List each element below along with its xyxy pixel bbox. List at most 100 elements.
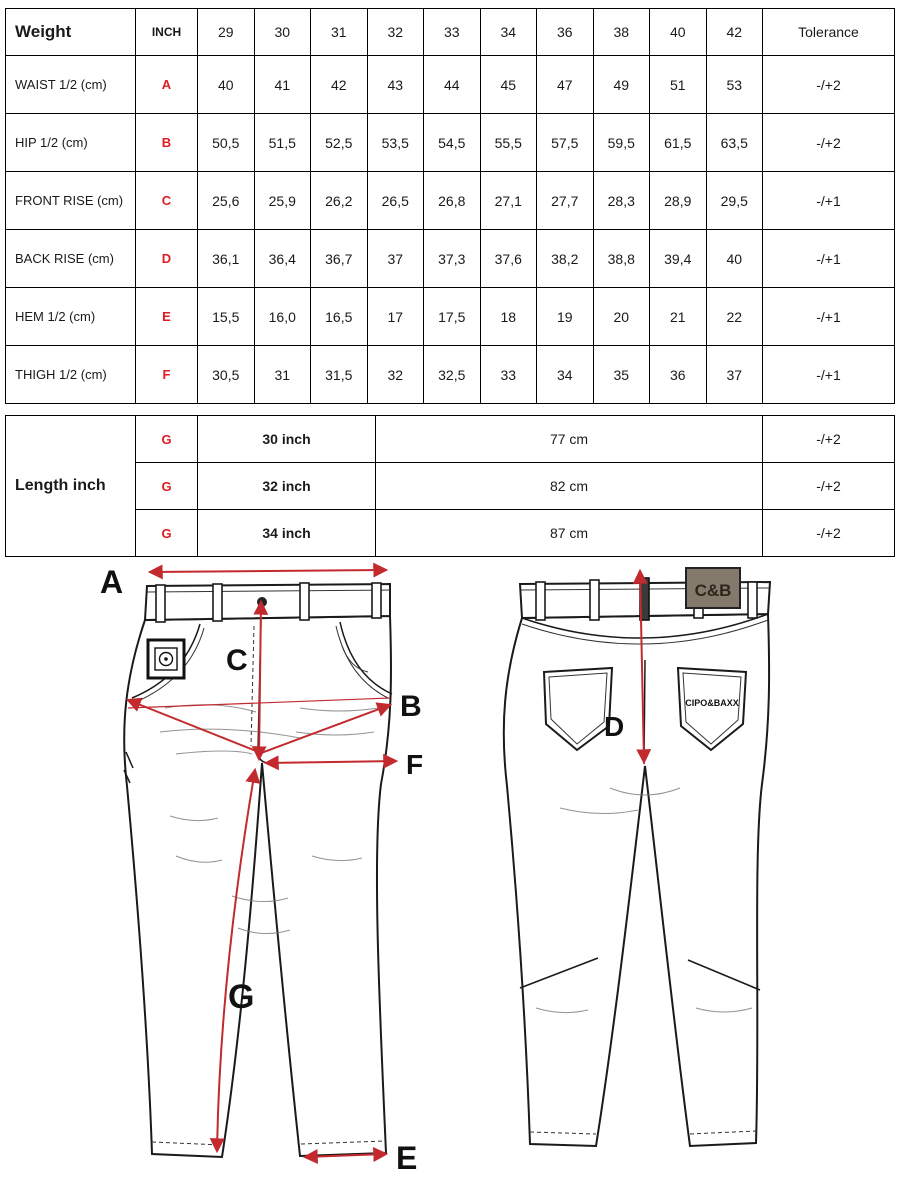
cell-value: 37 [705,345,763,404]
measure-arrow-a [147,562,389,580]
cell-value: 19 [536,287,594,346]
cell-inch: 32 inch [197,462,376,510]
cell-value: 17 [366,287,424,346]
length-label: Length inch [5,415,136,557]
cell-value: 30,5 [197,345,255,404]
label-b: B [400,690,422,723]
cell-value: 32,5 [423,345,481,404]
header-size: 42 [705,8,763,56]
label-g: G [228,978,254,1016]
cell-value: 42 [310,55,368,114]
measure-arrow-c [251,599,269,762]
header-size: 29 [197,8,255,56]
measure-arrow-b [125,697,393,755]
cell-value: 33 [479,345,537,404]
cell-value: 63,5 [705,113,763,172]
cell-value: 16,5 [310,287,368,346]
row-letter: A [135,55,198,114]
cell-tolerance: -/+2 [762,55,895,114]
row-label: THIGH 1/2 (cm) [5,345,136,404]
back-jeans-drawing: C&B CIPO&BAXX [502,567,772,1148]
cell-value: 37,6 [479,229,537,288]
cell-value: 41 [253,55,311,114]
cell-inch: 30 inch [197,415,376,463]
cell-value: 55,5 [479,113,537,172]
cell-value: 28,3 [592,171,650,230]
cell-value: 22 [705,287,763,346]
back-pocket-right: CIPO&BAXX [676,666,748,752]
cell-value: 26,8 [423,171,481,230]
back-pocket-left [542,666,614,752]
cell-value: 26,2 [310,171,368,230]
cell-tolerance: -/+1 [762,287,895,346]
cell-value: 28,9 [649,171,707,230]
button-icon [257,597,267,607]
cell-value: 40 [197,55,255,114]
cell-value: 26,5 [366,171,424,230]
header-size: 36 [536,8,594,56]
header-weight: Weight [5,8,136,56]
brand-patch-back: C&B [685,567,741,609]
cell-value: 57,5 [536,113,594,172]
cell-value: 49 [592,55,650,114]
measure-arrow-d [632,568,652,765]
cell-value: 51,5 [253,113,311,172]
row-letter: E [135,287,198,346]
cell-tolerance: -/+2 [762,415,895,463]
header-inch: INCH [135,8,198,56]
cell-value: 44 [423,55,481,114]
cell-value: 17,5 [423,287,481,346]
row-letter: D [135,229,198,288]
cell-value: 38,8 [592,229,650,288]
label-c: C [226,644,248,677]
header-size: 38 [592,8,650,56]
header-size: 32 [366,8,424,56]
cell-value: 29,5 [705,171,763,230]
row-label: HIP 1/2 (cm) [5,113,136,172]
cell-value: 27,7 [536,171,594,230]
measure-arrow-g [209,767,261,1154]
cell-value: 51 [649,55,707,114]
cell-value: 61,5 [649,113,707,172]
cell-value: 53 [705,55,763,114]
cell-value: 39,4 [649,229,707,288]
row-letter: F [135,345,198,404]
cell-value: 20 [592,287,650,346]
header-size: 31 [310,8,368,56]
cell-tolerance: -/+2 [762,113,895,172]
cell-tolerance: -/+1 [762,229,895,288]
cell-cm: 87 cm [375,509,763,557]
label-f: F [406,749,423,780]
header-size: 40 [649,8,707,56]
jeans-measurement-diagram: A C B F G E C&B [100,562,772,1176]
measure-arrow-f [263,753,399,771]
cell-value: 27,1 [479,171,537,230]
label-d: D [604,711,624,742]
row-letter: G [135,462,198,510]
cell-value: 43 [366,55,424,114]
cell-value: 34 [536,345,594,404]
cell-value: 36,7 [310,229,368,288]
cell-value: 31,5 [310,345,368,404]
header-size: 34 [479,8,537,56]
cell-tolerance: -/+1 [762,345,895,404]
back-measure-arrows [632,568,652,765]
front-jeans-drawing [123,582,393,1159]
cell-inch: 34 inch [197,509,376,557]
cell-value: 36,1 [197,229,255,288]
cell-value: 38,2 [536,229,594,288]
cell-value: 37 [366,229,424,288]
measure-arrow-e [302,1146,389,1165]
front-measure-arrows [125,562,399,1165]
